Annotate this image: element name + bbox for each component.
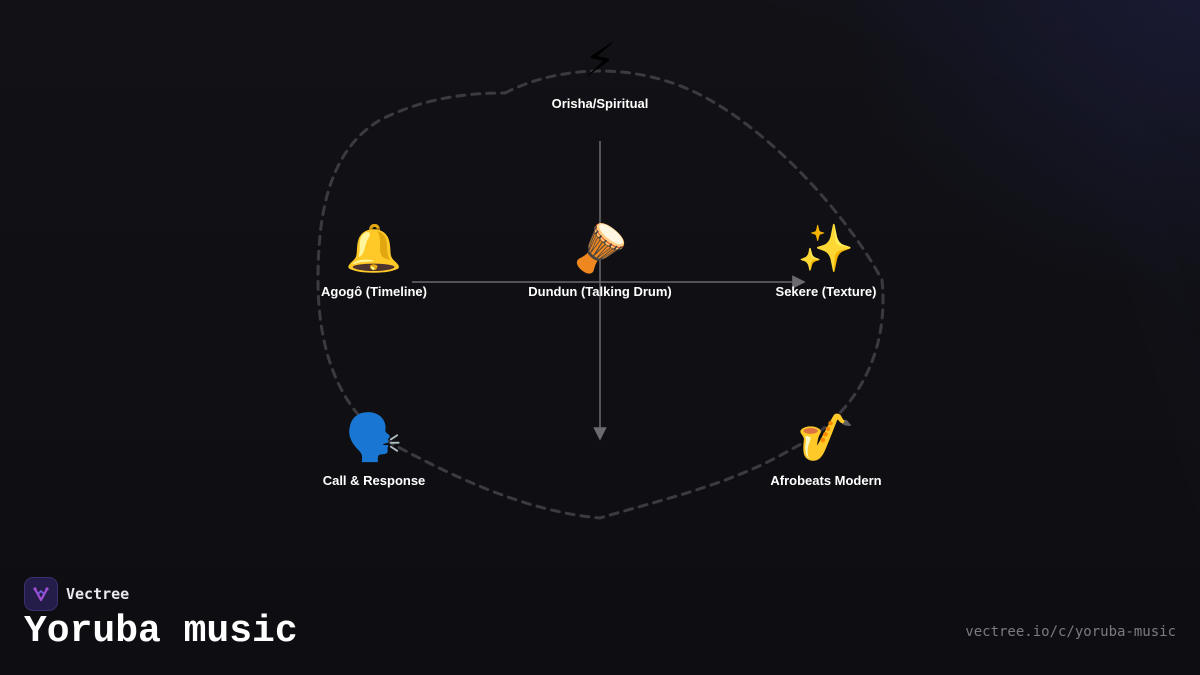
node-label: Afrobeats Modern	[770, 473, 882, 488]
node-sekere-texture: ✨ Sekere (Texture)	[726, 220, 926, 299]
node-orisha-spiritual: ⚡ Orisha/Spiritual	[500, 32, 700, 111]
page-title: Yoruba music	[24, 610, 298, 653]
source-url[interactable]: vectree.io/c/yoruba-music	[965, 624, 1176, 640]
drum-icon: 🪘	[571, 222, 629, 274]
brand-name: Vectree	[66, 585, 130, 603]
bell-icon: 🔔	[345, 222, 403, 274]
sparkles-icon: ✨	[797, 222, 855, 274]
speaking-head-icon: 🗣️	[345, 411, 403, 463]
node-label: Agogô (Timeline)	[321, 284, 427, 299]
lightning-icon: ⚡	[583, 34, 617, 86]
node-label: Sekere (Texture)	[775, 284, 877, 299]
node-call-and-response: 🗣️ Call & Response	[274, 409, 474, 488]
node-agogo-timeline: 🔔 Agogô (Timeline)	[274, 220, 474, 299]
saxophone-icon: 🎷	[797, 411, 855, 463]
cluster-outline	[316, 69, 885, 520]
brand: Vectree	[24, 577, 129, 611]
node-afrobeats-modern: 🎷 Afrobeats Modern	[726, 409, 926, 488]
node-label: Orisha/Spiritual	[551, 96, 649, 111]
node-dundun-talking-drum: 🪘 Dundun (Talking Drum)	[500, 220, 700, 299]
node-label: Call & Response	[322, 473, 426, 488]
vectree-logo-icon	[24, 577, 58, 611]
node-label: Dundun (Talking Drum)	[528, 284, 672, 299]
